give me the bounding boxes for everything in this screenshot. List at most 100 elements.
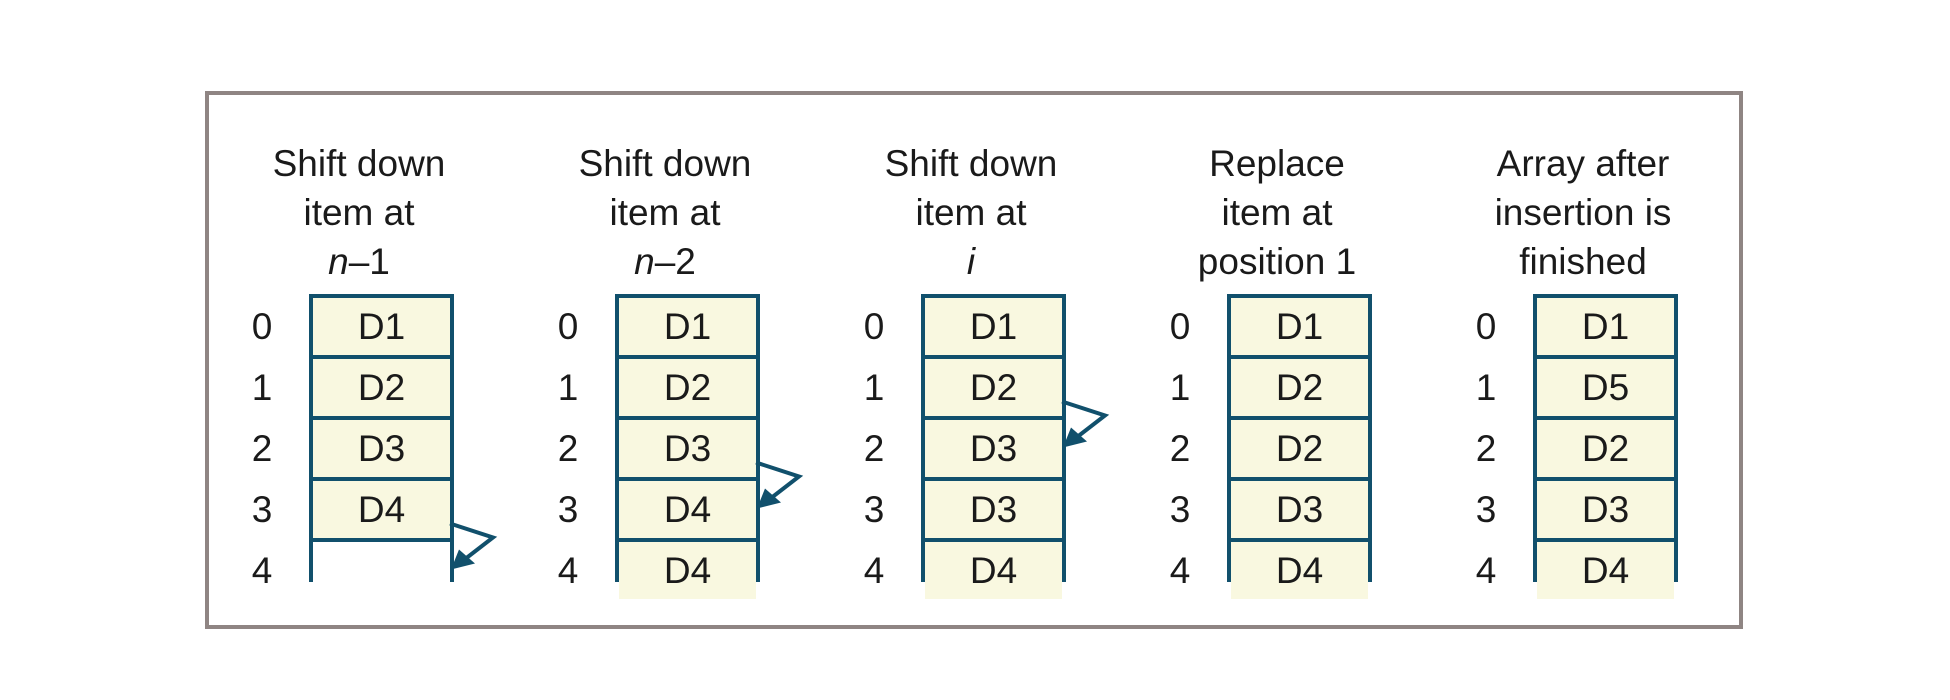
array-index-label: 1 (557, 367, 579, 408)
array-cell: D3 (313, 420, 450, 477)
array-index-label: 4 (1169, 550, 1191, 591)
array-index-label: 3 (1169, 489, 1191, 530)
array-cell: D4 (1537, 542, 1674, 599)
array-cell-empty (313, 542, 450, 599)
panel-title-line: Array after (1496, 143, 1670, 184)
array-index-label: 2 (251, 428, 273, 469)
array-index-label: 4 (251, 550, 273, 591)
array-cell: D2 (1231, 420, 1368, 477)
array-cell-divider (619, 477, 756, 481)
shift-down-arrow (1061, 399, 1110, 448)
panel-title-line: item at (609, 192, 721, 233)
panel-title: Replace item at position 1 (1127, 139, 1427, 286)
array-cell: D1 (313, 298, 450, 355)
panel-title-line: i (821, 237, 1121, 286)
panel-title-offset: –1 (348, 241, 390, 282)
array-cell: D1 (1231, 298, 1368, 355)
panel-title-line: Replace (1209, 143, 1345, 184)
array-cell: D2 (313, 359, 450, 416)
array-cell-divider (1231, 477, 1368, 481)
array-index-label: 1 (1169, 367, 1191, 408)
array-cell: D2 (1537, 420, 1674, 477)
panel-title-line: item at (1221, 192, 1333, 233)
shift-down-arrow-line (1061, 399, 1110, 445)
array-cell: D1 (619, 298, 756, 355)
array-cell-divider (619, 538, 756, 542)
array-cell: D3 (1537, 481, 1674, 538)
shift-down-arrow (449, 521, 498, 570)
array-cell-divider (925, 416, 1062, 420)
array-index-label: 2 (1475, 428, 1497, 469)
array-cell: D3 (1231, 481, 1368, 538)
array-cell-divider (1537, 416, 1674, 420)
panel-title-line: Shift down (578, 143, 752, 184)
array-cell: D2 (619, 359, 756, 416)
array-cell: D3 (925, 481, 1062, 538)
array-cell: D2 (925, 359, 1062, 416)
array-cell: D3 (925, 420, 1062, 477)
array-index-label: 4 (557, 550, 579, 591)
array-cell-divider (1231, 355, 1368, 359)
panel-title-line: insertion is (1494, 192, 1672, 233)
array-cell: D3 (619, 420, 756, 477)
panel-title-line: finished (1519, 241, 1647, 282)
array-cell-divider (925, 477, 1062, 481)
shift-down-arrow-line (449, 521, 498, 567)
shift-down-arrow-line (755, 460, 804, 506)
array-index-label: 2 (557, 428, 579, 469)
panel-title-variable: n (328, 241, 349, 282)
array-cell: D4 (619, 542, 756, 599)
array-cell: D1 (1537, 298, 1674, 355)
array-cell-divider (313, 477, 450, 481)
array-index-label: 0 (1475, 306, 1497, 347)
array-index-label: 1 (863, 367, 885, 408)
panel-title-line: n–2 (515, 237, 815, 286)
array-index-label: 3 (863, 489, 885, 530)
shift-down-arrow (755, 460, 804, 509)
panel-title-line: n–1 (209, 237, 509, 286)
array-cell-divider (1231, 416, 1368, 420)
panel-title-line: Shift down (272, 143, 446, 184)
array-cell: D4 (619, 481, 756, 538)
array-index-label: 3 (1475, 489, 1497, 530)
array-cell: D2 (1231, 359, 1368, 416)
panel-title-variable: n (634, 241, 655, 282)
array-cell-divider (619, 416, 756, 420)
array-cell-divider (1537, 538, 1674, 542)
array-cell-divider (925, 538, 1062, 542)
array-index-label: 0 (557, 306, 579, 347)
array-index-label: 4 (1475, 550, 1497, 591)
array-index-label: 2 (1169, 428, 1191, 469)
panel-title-variable: i (966, 241, 976, 282)
array-cell: D4 (313, 481, 450, 538)
array-cell: D4 (1231, 542, 1368, 599)
panel-title-line: position 1 (1197, 241, 1357, 282)
array-index-label: 3 (251, 489, 273, 530)
array-cell-divider (313, 538, 450, 542)
panel-title-line: item at (303, 192, 415, 233)
array-cell-divider (619, 355, 756, 359)
array-cell-divider (1231, 538, 1368, 542)
array-cell: D5 (1537, 359, 1674, 416)
array-index-label: 1 (1475, 367, 1497, 408)
array-cell-divider (313, 355, 450, 359)
shift-down-arrowhead (451, 549, 475, 570)
panel-title: Array after insertion is finished (1433, 139, 1733, 286)
array-index-label: 0 (1169, 306, 1191, 347)
panel-title-line: Shift down (884, 143, 1058, 184)
shift-down-arrowhead (1063, 427, 1087, 448)
array-cell-divider (313, 416, 450, 420)
panel-title-line: item at (915, 192, 1027, 233)
array-index-label: 3 (557, 489, 579, 530)
array-cell-divider (925, 355, 1062, 359)
array-index-label: 0 (251, 306, 273, 347)
array-index-label: 4 (863, 550, 885, 591)
array-cell-divider (1537, 355, 1674, 359)
